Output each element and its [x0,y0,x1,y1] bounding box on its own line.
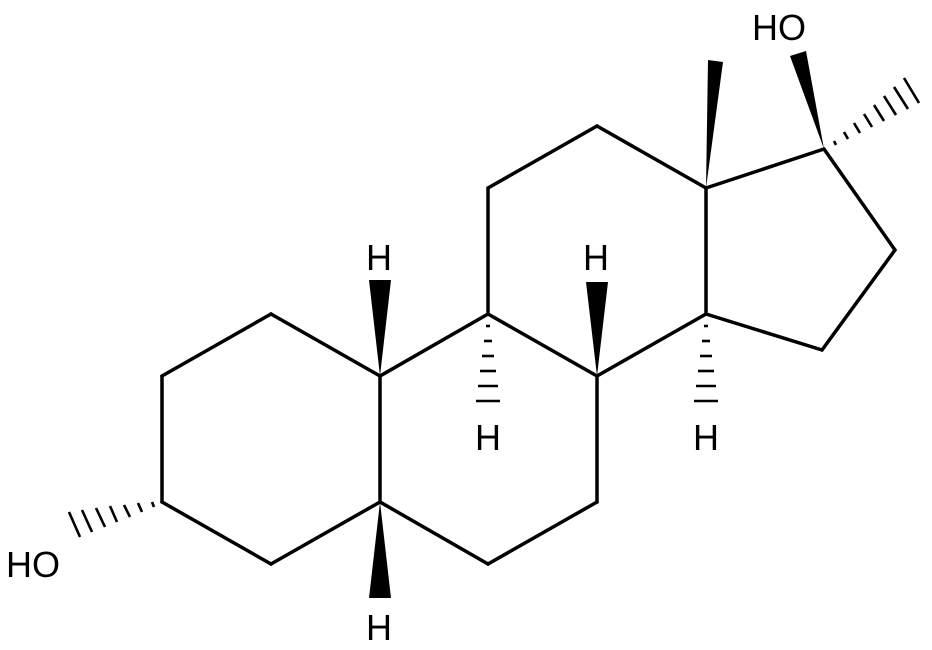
wedge-h-c9-beta [369,280,391,376]
hash-c17-methyl [832,77,921,146]
bond-c7-c6 [486,500,599,566]
wedge-c17-oh [790,51,824,149]
bond-c10-c9 [378,312,490,378]
bond-c13-c17 [704,147,826,190]
bond-c1-c2 [160,312,273,378]
bond-c10-c1 [269,312,382,378]
label-h-c9-beta: H [366,237,392,278]
wedge-c18-methyl [706,60,723,188]
wedge-h-c5-beta [369,502,391,598]
bond-c6-c5 [378,500,490,566]
label-oh-c17: HO [752,7,806,48]
bond-c14-c8 [595,312,708,378]
bond-c3-c4 [160,500,273,566]
wedge-h-c8-beta [586,282,608,376]
hash-h-c14-alpha [694,324,718,403]
label-h-c5-beta: H [366,607,392,648]
bond-c4-c5 [269,500,382,566]
hash-c3-oh [67,501,156,538]
bond-c12-c13 [595,124,708,190]
label-h-c9-alpha: H [475,417,501,458]
bond-c15-c14 [704,312,824,352]
bond-c11-c12 [486,124,599,190]
hash-h-c9-alpha [476,324,500,403]
label-oh-c3: HO [6,544,60,585]
bond-c16-c15 [820,248,897,352]
label-h-c8-beta: H [583,237,609,278]
bond-c9-c8 [486,312,599,378]
label-h-c14-alpha: H [693,417,719,458]
bond-c17-c16 [822,147,897,252]
